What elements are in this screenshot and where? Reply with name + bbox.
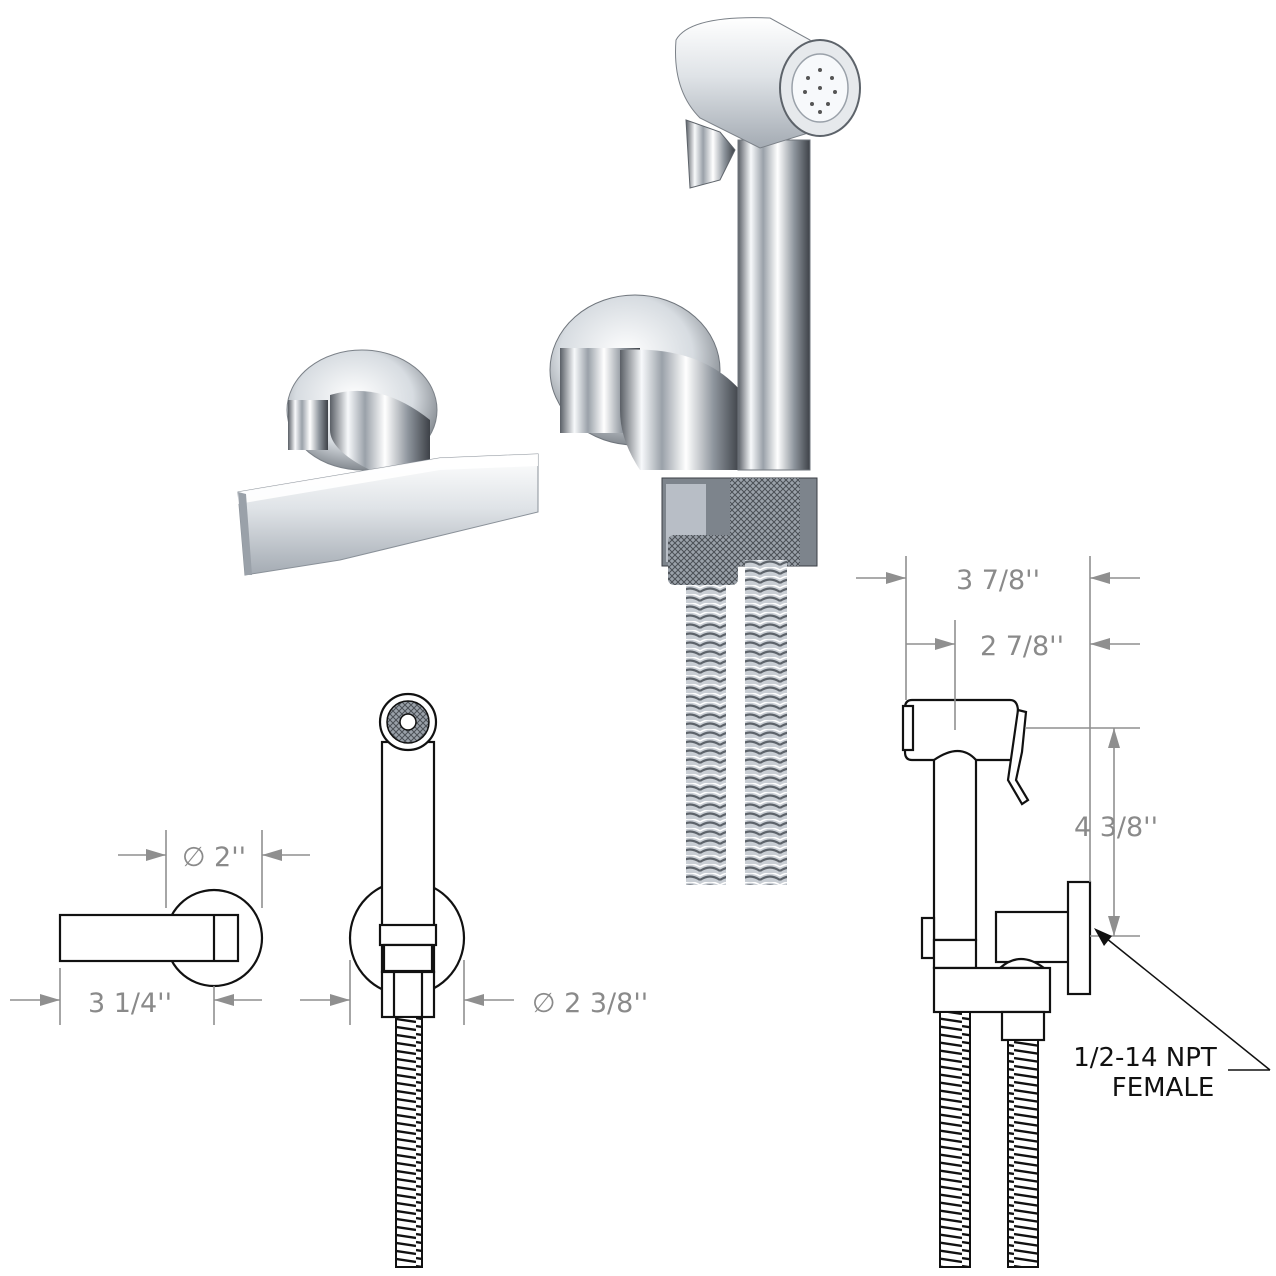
handle-photo bbox=[237, 349, 539, 576]
bidet-spray-photo bbox=[549, 17, 861, 885]
dim-spray-projection: 2 7/8'' bbox=[980, 631, 1064, 662]
callout-thread-type: FEMALE bbox=[1112, 1073, 1215, 1103]
callout-thread-size: 1/2-14 NPT bbox=[1073, 1043, 1217, 1073]
dim-overall-projection: 3 7/8'' bbox=[956, 565, 1040, 596]
handle-drawing bbox=[10, 830, 310, 1025]
dim-flange-diameter: ∅ 2 3/8'' bbox=[532, 988, 648, 1019]
spray-side-drawing bbox=[856, 556, 1271, 1268]
spray-front-drawing bbox=[300, 692, 514, 1268]
dim-handle-length: 3 1/4'' bbox=[88, 988, 172, 1019]
dim-spray-height: 4 3/8'' bbox=[1074, 812, 1158, 843]
dim-handle-diameter: ∅ 2'' bbox=[182, 842, 246, 873]
